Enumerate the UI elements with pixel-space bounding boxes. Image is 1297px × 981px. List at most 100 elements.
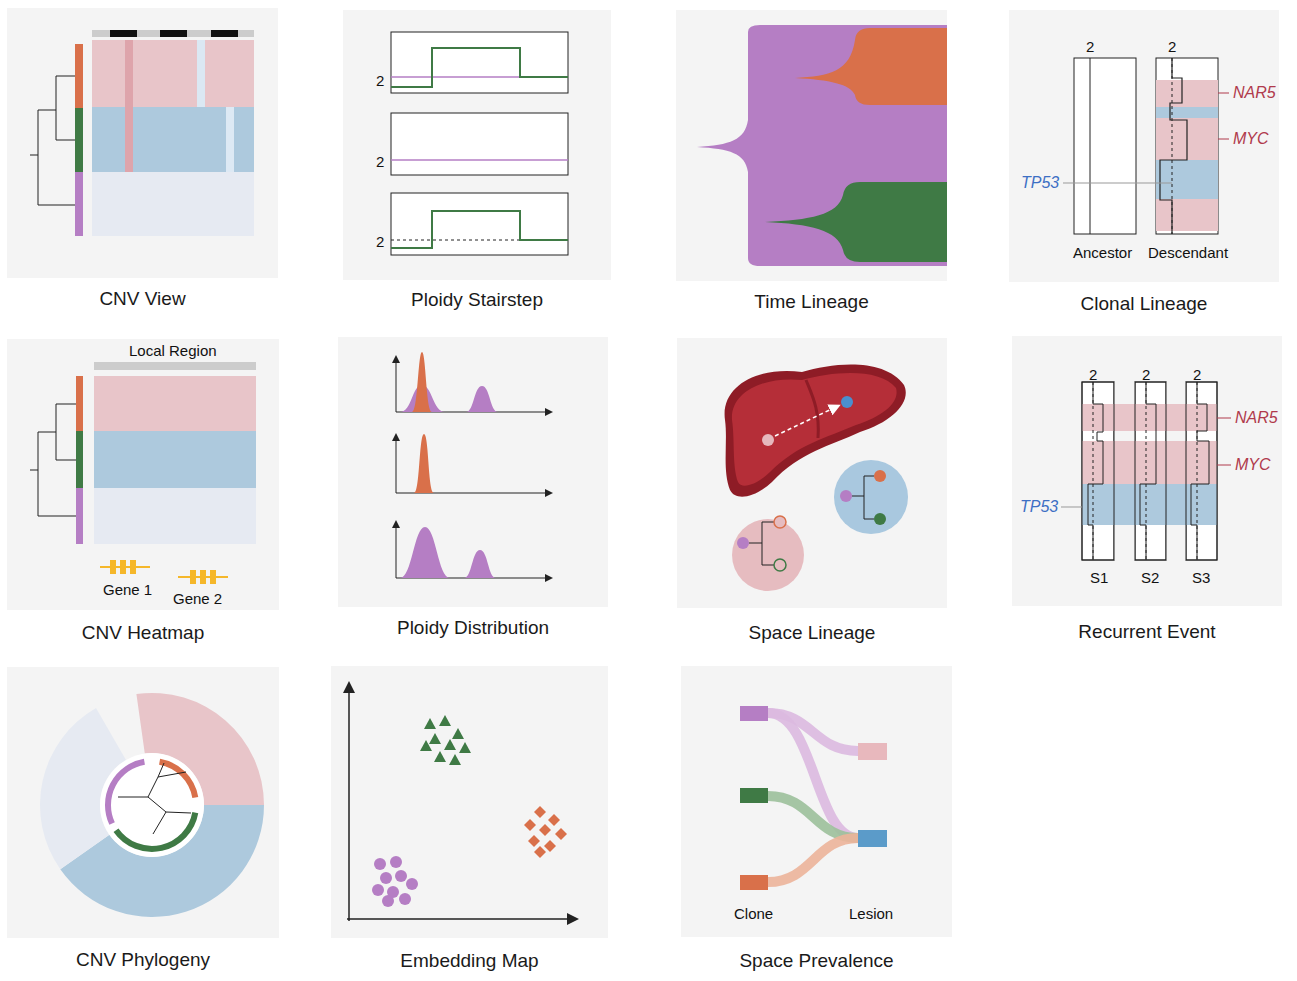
art-path — [391, 211, 568, 248]
space-lineage-art — [725, 364, 908, 591]
cnv-view-art — [30, 30, 254, 236]
art-path — [768, 838, 858, 882]
art-rect — [1156, 107, 1218, 118]
figure-label: TP53 — [1021, 174, 1059, 192]
art-rect — [740, 875, 768, 890]
art-use — [528, 835, 540, 847]
art-rect — [1156, 199, 1218, 231]
figure-label: Local Region — [129, 342, 217, 360]
art-path — [1114, 404, 1186, 431]
art-circle — [774, 559, 786, 571]
art-rect — [1166, 404, 1186, 431]
art-rect — [1166, 382, 1186, 560]
art-circle — [374, 858, 386, 870]
art-rect — [1135, 382, 1166, 560]
art-rect — [676, 10, 947, 281]
art-rect — [391, 32, 568, 93]
art-circle — [834, 460, 908, 534]
art-path — [464, 550, 496, 578]
art-rect — [76, 488, 83, 544]
art-rect — [92, 30, 254, 37]
figure-label: S1 — [1090, 569, 1108, 587]
art-line — [775, 406, 838, 436]
art-path — [118, 763, 191, 834]
panel-caption: Recurrent Event — [1002, 621, 1292, 643]
art-use — [424, 718, 436, 729]
art-rect — [858, 830, 887, 847]
art-rect — [94, 431, 256, 488]
art-rect — [1012, 336, 1282, 606]
panel-caption: CNV Heatmap — [0, 622, 289, 644]
art-rect — [1114, 404, 1135, 431]
figure-label: Gene 2 — [173, 590, 222, 608]
art-use — [534, 806, 546, 818]
art-rect — [7, 8, 278, 278]
figure-panel: Time Lineage — [676, 10, 947, 313]
art-circle — [390, 856, 402, 868]
art-line — [396, 522, 397, 578]
art-rect — [858, 743, 887, 760]
figure-panel: Clonal Lineage — [1009, 10, 1279, 315]
art-use — [459, 742, 471, 753]
art-path — [725, 364, 906, 496]
figure-label: Descendant — [1148, 244, 1228, 262]
panel-caption: Ploidy Distribution — [328, 617, 618, 639]
art-circle — [840, 490, 852, 502]
ploidy-stairstep-art — [391, 32, 568, 255]
figure-panel: CNV Heatmap — [7, 339, 279, 644]
art-line — [347, 918, 576, 920]
art-path — [1160, 58, 1187, 234]
panel-grounds — [7, 8, 1282, 938]
figure-label: Ancestor — [1073, 244, 1132, 262]
art-use — [534, 846, 546, 858]
art-rect — [338, 337, 608, 607]
art-rect — [681, 666, 952, 937]
art-rect — [92, 107, 254, 172]
figure-panel: CNV Phylogeny — [7, 667, 279, 971]
figure-label: Gene 1 — [103, 581, 152, 599]
art-rect — [92, 40, 254, 107]
art-path — [414, 434, 434, 493]
figure-panel: Ploidy Distribution — [338, 337, 608, 639]
figure-label: MYC — [1235, 456, 1271, 474]
art-circle — [395, 870, 407, 882]
art-path — [765, 182, 947, 262]
art-rect — [125, 40, 133, 172]
art-rect — [76, 376, 83, 431]
figure-panel: Space Lineage — [677, 338, 947, 644]
figure-label: 2 — [1193, 366, 1201, 384]
art-rect — [391, 113, 568, 175]
art-rect — [1114, 484, 1135, 525]
art-line — [1090, 58, 1091, 234]
art-rect — [1082, 382, 1114, 560]
art-rect — [1114, 382, 1135, 560]
art-path — [697, 25, 947, 266]
art-path — [1140, 382, 1156, 560]
art-line — [1218, 93, 1229, 94]
art-path — [768, 796, 858, 838]
art-use — [544, 840, 556, 852]
art-rect — [740, 788, 768, 803]
art-rect — [331, 666, 608, 938]
art-path — [806, 380, 818, 438]
panel-caption: Space Prevalence — [671, 950, 962, 972]
figure-label: S2 — [1141, 569, 1159, 587]
art-rect — [76, 431, 83, 488]
figure-label: S3 — [1192, 569, 1210, 587]
art-rect — [75, 108, 83, 172]
art-circle — [380, 872, 392, 884]
art-rect — [190, 570, 196, 584]
art-circle — [737, 537, 749, 549]
art-path — [795, 28, 947, 105]
art-rect — [1074, 58, 1136, 234]
art-use — [434, 751, 446, 762]
art-circle — [841, 396, 853, 408]
art-line — [1217, 418, 1231, 419]
figure-label: 2 — [1168, 38, 1176, 56]
art-use — [420, 740, 432, 751]
art-rect — [75, 172, 83, 236]
figure-label: NAR5 — [1235, 409, 1278, 427]
art-rect — [1166, 484, 1186, 525]
art-use — [524, 819, 536, 831]
